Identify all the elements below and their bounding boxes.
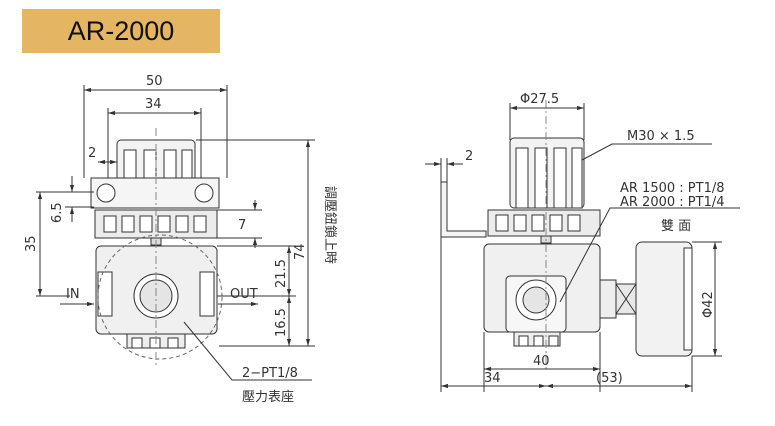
dim-2-front: 2 — [88, 146, 96, 161]
out-label: OUT — [230, 287, 258, 302]
ar1500-port-spec: AR 1500 : PT1/8 — [620, 181, 725, 196]
model-badge: AR-2000 — [22, 9, 220, 53]
dim-dia-42: Φ42 — [701, 291, 716, 318]
side-lock-ring — [487, 209, 601, 244]
side-bracket — [440, 181, 487, 238]
dim-21-5: 21.5 — [274, 259, 289, 288]
side-body — [483, 243, 601, 347]
front-body — [95, 234, 223, 360]
front-lock-ring — [94, 209, 218, 246]
dim-50: 50 — [146, 74, 163, 89]
ar2000-port-spec: AR 2000 : PT1/4 — [620, 195, 725, 210]
pressure-gauge — [599, 241, 693, 357]
front-view — [36, 85, 315, 381]
gauge-port-label: 壓力表座 — [242, 390, 294, 405]
dim-dia-27-5: Φ27.5 — [520, 92, 559, 107]
in-label: IN — [66, 287, 80, 302]
dim-16-5: 16.5 — [274, 308, 289, 337]
dim-35: 35 — [24, 235, 39, 252]
dim-6-5: 6.5 — [50, 202, 65, 223]
side-knob — [509, 137, 585, 209]
dim-34: 34 — [145, 97, 162, 112]
front-bracket — [90, 177, 220, 209]
side-view — [425, 100, 740, 392]
dim-40: 40 — [533, 354, 550, 369]
dim-53: (53) — [596, 371, 623, 386]
knob-lock-note: 調壓鈕鎖上時 — [322, 186, 338, 264]
port-note: 2−PT1/8 — [242, 366, 298, 381]
double-face-label: 雙 面 — [661, 219, 691, 234]
dim-2-side: 2 — [465, 149, 473, 164]
dim-74: 74 — [293, 243, 308, 260]
dim-7: 7 — [238, 218, 246, 233]
dim-34-side: 34 — [484, 371, 501, 386]
front-view-labels: 50 34 2 6.5 35 7 21.5 16.5 74 IN OUT 2−P… — [24, 74, 338, 405]
thread-spec: M30 × 1.5 — [627, 129, 695, 144]
side-view-labels: Φ27.5 2 M30 × 1.5 AR 1500 : PT1/8 AR 200… — [465, 92, 725, 386]
